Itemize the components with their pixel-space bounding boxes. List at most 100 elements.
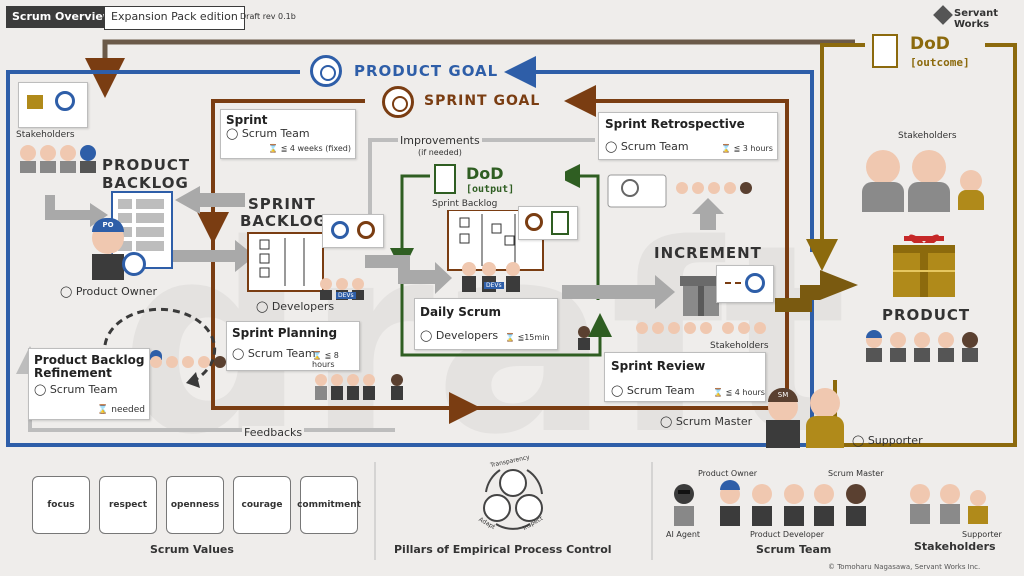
team-sm-label: Scrum Master [828, 469, 884, 478]
retro-team: Scrum Team [620, 140, 689, 153]
pbr-title-1: Product Backlog [34, 353, 145, 367]
sprint-planning-card: Sprint Planning ◯ Scrum Team ⌛ ≦ 8 hours [226, 321, 360, 371]
daily-scrum-card: Daily Scrum ◯ Developers ⌛ ≦15min [414, 298, 558, 350]
role-icon: ◯ [605, 140, 618, 153]
hourglass-icon: ⌛ [713, 388, 723, 397]
retro-team-row: ◯ Scrum Team [605, 140, 689, 153]
retro-time: ≦ 3 hours [733, 144, 773, 153]
role-icon: ◯ [232, 347, 245, 360]
sprint-loop-right [465, 85, 789, 410]
dod-output-title: DoD [466, 164, 504, 183]
daily-devs-badge: DEVs [484, 282, 504, 289]
refinement-cycle [103, 307, 217, 382]
increment-title: INCREMENT [654, 244, 762, 262]
pbr-time-row: ⌛ needed [97, 405, 145, 415]
sprint-team-row: ◯ Scrum Team [226, 127, 310, 140]
dod-outcome-sub: [outcome] [910, 56, 970, 69]
left-stakeholders-label: Stakeholders [16, 130, 75, 140]
po-target-icon [122, 252, 146, 276]
dashed-arrow [725, 282, 741, 284]
pbr-title-2: Refinement [34, 366, 112, 380]
hourglass-icon: ⌛ [268, 144, 279, 153]
sprint-backlog-title-2: BACKLOG [240, 212, 327, 230]
hourglass-icon: ⌛ [721, 144, 731, 153]
developers-label: Developers [271, 300, 335, 313]
product-goal-loop-left [6, 70, 385, 447]
sprint-goal-label: SPRINT GOAL [420, 93, 545, 109]
pbr-team: Scrum Team [49, 383, 118, 396]
product-backlog-title-1: PRODUCT [102, 156, 191, 174]
sprint-team: Scrum Team [241, 127, 310, 140]
header-edition: Expansion Pack edition [104, 6, 245, 30]
pillars-title: Pillars of Empirical Process Control [394, 543, 612, 556]
gift-icon [27, 95, 43, 109]
scrum-master-body [766, 420, 800, 448]
po-cap: PO [92, 218, 124, 232]
daily-loop-bottom [400, 260, 612, 357]
daily-to-increment-arrow [562, 275, 675, 309]
dod-output-sub: [output] [466, 184, 515, 195]
dod-output: DoD [output] [430, 162, 565, 210]
product-owner-body [92, 254, 124, 280]
sprint-backlog-goal-bubble [322, 214, 384, 248]
review-team-row: ◯ Scrum Team [611, 384, 695, 397]
daily-team-row: ◯ Developers [420, 329, 498, 342]
product-developer-label: Product Developer [750, 530, 825, 539]
improvements-label: Improvements [398, 134, 482, 147]
sprint-backlog-title-1: SPRINT [248, 195, 316, 213]
hourglass-icon: ⌛ [312, 351, 322, 360]
product-title: PRODUCT [882, 306, 971, 324]
header-revision: Draft rev 0.1b [240, 12, 296, 21]
scrum-master-role: ◯ Scrum Master [660, 415, 752, 428]
improvements-sub: (if needed) [418, 148, 462, 157]
supporter-body [806, 416, 844, 448]
review-time-row: ⌛ ≦ 4 hours [713, 388, 765, 397]
dod-outcome-title: DoD [910, 34, 950, 54]
product-owner-label: Product Owner [75, 285, 157, 298]
increment-to-retro-arrow [692, 198, 724, 230]
planning-team-row: ◯ Scrum Team [232, 347, 316, 360]
sprint-card: Sprint ◯ Scrum Team ⌛ ≦ 4 weeks (fixed) [220, 109, 356, 159]
clipboard-icon [872, 34, 898, 68]
sprint-time: ≦ 4 weeks (fixed) [280, 144, 351, 153]
sm-cap: SM [768, 388, 798, 402]
increment-stakeholders-label: Stakeholders [710, 341, 769, 351]
daily-time: ≦15min [517, 333, 550, 342]
team-po-label: Product Owner [698, 469, 758, 478]
clipboard-icon [434, 164, 456, 194]
ai-agent-label: AI Agent [666, 530, 701, 539]
daily-title: Daily Scrum [420, 305, 502, 319]
product-goal-target-icon [310, 55, 342, 87]
sprint-goal-icon [357, 221, 375, 239]
value-openness: openness [166, 476, 224, 534]
sprint-goal-target-icon [382, 86, 414, 118]
planning-time-row: ⌛ ≦ 8 hours [312, 351, 359, 369]
pbr-time: needed [111, 405, 145, 415]
sprint-backlog-to-daily-arrow [365, 255, 452, 294]
sprint-loop-top-left [197, 99, 365, 244]
increment-gift-icon [680, 276, 722, 316]
feedbacks-label: Feedbacks [242, 426, 305, 439]
dod-outcome-arrow-left [806, 43, 865, 271]
role-icon: ◯ [60, 285, 73, 298]
increment-goal-bubble [716, 265, 774, 303]
planning-title: Sprint Planning [232, 326, 338, 340]
review-card: Sprint Review ◯ Scrum Team ⌛ ≦ 4 hours [604, 352, 766, 402]
scrum-values-title: Scrum Values [150, 543, 234, 556]
role-icon: ◯ [34, 383, 47, 396]
sprint-devs-badge: DEVs [336, 292, 356, 299]
review-team: Scrum Team [626, 384, 695, 397]
retro-card: Sprint Retrospective ◯ Scrum Team ⌛ ≦ 3 … [598, 112, 778, 160]
supporter-label: Supporter [867, 434, 923, 447]
value-focus: focus [32, 476, 90, 534]
scrum-master-label: Scrum Master [675, 415, 753, 428]
clipboard-icon [551, 211, 569, 235]
target-icon [55, 91, 75, 111]
improvements-arrow [356, 138, 595, 246]
planning-time: ≦ 8 hours [312, 351, 339, 369]
developers-role: ◯ Developers [256, 300, 334, 313]
role-icon: ◯ [611, 384, 624, 397]
backlog-return-arrow [175, 186, 245, 214]
product-backlog-title-2: BACKLOG [102, 174, 189, 192]
